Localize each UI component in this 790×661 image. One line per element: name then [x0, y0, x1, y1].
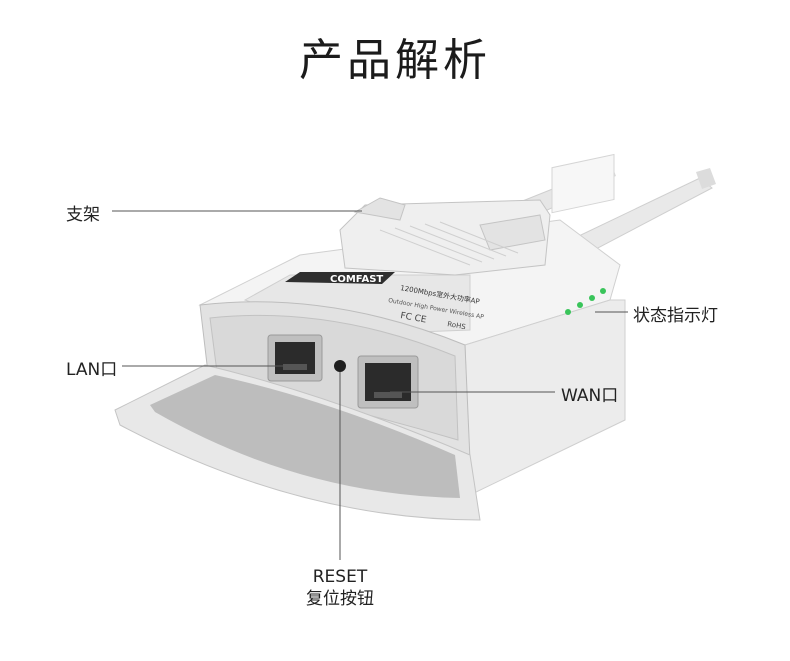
- led-wan-icon: [589, 295, 595, 301]
- label-lan-port: LAN口: [66, 360, 118, 380]
- label-wan-port: WAN口: [561, 386, 619, 406]
- label-bracket: 支架: [66, 205, 100, 225]
- lan-port: [267, 334, 323, 382]
- status-led-panel: [551, 153, 615, 315]
- wan-port: [357, 355, 419, 409]
- rohs-text: RoHS: [447, 320, 467, 331]
- reset-button[interactable]: [334, 360, 346, 372]
- label-status-leds: 状态指示灯: [633, 306, 718, 326]
- label-reset-cn: 复位按钮: [306, 589, 374, 609]
- label-reset-en: RESET: [312, 567, 368, 587]
- led-lan-icon: [577, 302, 583, 308]
- label-reset: RESET 复位按钮: [290, 566, 390, 610]
- cert-text: FC CE: [399, 311, 427, 325]
- led-power-icon: [565, 309, 571, 315]
- mounting-bracket: [339, 197, 551, 276]
- page-title: 产品解析: [299, 35, 491, 86]
- brand-text: COMFAST: [330, 274, 383, 285]
- led-wifi-icon: [600, 288, 606, 294]
